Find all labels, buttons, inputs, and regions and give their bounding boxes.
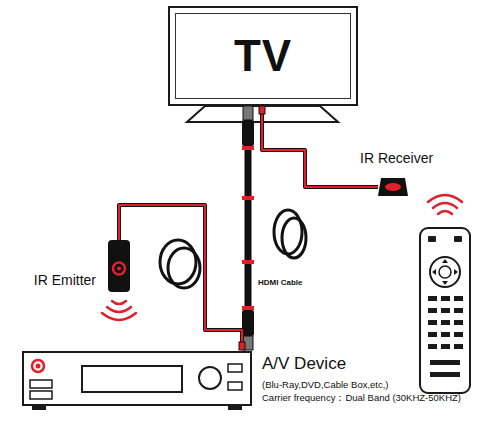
- cable-coil: [160, 210, 306, 288]
- node-outline: [108, 240, 130, 292]
- device-knob: [199, 367, 221, 389]
- device-note: Carrier frequency：Dual Band (30KHZ-50KHZ…: [262, 392, 494, 404]
- plug-ring: [242, 146, 254, 150]
- device-button: [228, 382, 242, 390]
- edge-label: HDMI Cable: [256, 277, 304, 288]
- device-button: [228, 364, 242, 372]
- tv-node: TV: [168, 6, 358, 106]
- device-node: A/V Device(Blu-Ray,DVD,Cable Box,etc,)Ca…: [22, 350, 252, 412]
- remote-control: [420, 228, 470, 393]
- plug-ring: [242, 196, 254, 200]
- power-button: [32, 360, 44, 372]
- tv-label: TV: [234, 34, 292, 78]
- power-button-core: [36, 364, 41, 369]
- plug-ring: [242, 260, 254, 264]
- device-slot: [30, 380, 52, 388]
- receiver-window: [385, 183, 401, 191]
- device-body: [23, 352, 251, 405]
- emitter-lens-core: [117, 267, 121, 271]
- hdmi-plug: [243, 106, 253, 120]
- ir-wire: [262, 106, 378, 187]
- receiver-body: [378, 178, 408, 196]
- ir-signal-waves: [428, 195, 462, 214]
- device-foot: [32, 405, 46, 410]
- wire-jack: [239, 342, 245, 350]
- device-title: A/V Device: [262, 353, 494, 374]
- wire-casing: [119, 205, 242, 350]
- device-slot: [30, 391, 52, 399]
- emitter-lens: [113, 263, 125, 275]
- emitter-body: [108, 240, 130, 292]
- device-label: IR Receiver: [360, 150, 433, 166]
- wire-casing: [262, 106, 378, 187]
- node-outline: [22, 350, 252, 412]
- device-display: [82, 366, 182, 392]
- device-text-block: A/V Device (Blu-Ray,DVD,Cable Box,etc,)Ca…: [262, 352, 494, 404]
- node-outline: [378, 178, 408, 196]
- receiver-node: IR Receiver: [378, 178, 408, 196]
- ir-wire: [119, 205, 242, 350]
- device-foot: [228, 405, 242, 410]
- ir-emitter-waves: [102, 301, 136, 320]
- hdmi-plug-body: [242, 120, 254, 146]
- emitter-node: IR Emitter: [108, 240, 130, 292]
- wire-jack: [259, 106, 265, 114]
- device-label: IR Emitter: [34, 272, 96, 288]
- plug-ring: [242, 306, 254, 310]
- device-note: (Blu-Ray,DVD,Cable Box,etc,): [262, 379, 494, 391]
